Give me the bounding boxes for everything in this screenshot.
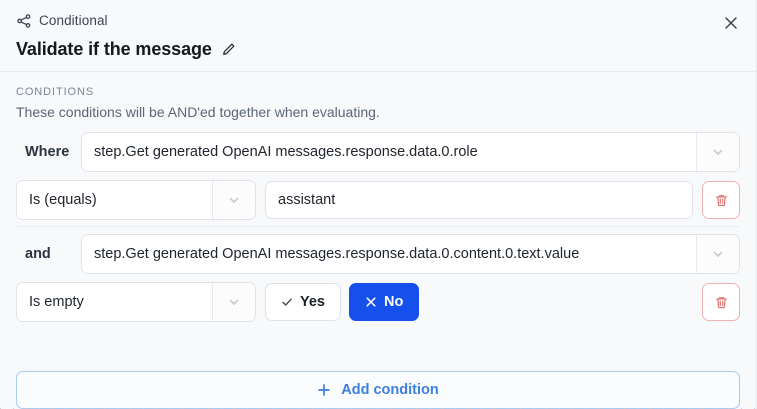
toggle-yes-button[interactable]: Yes [265,283,341,321]
conjunction-label: Where [25,144,70,160]
node-type-label: Conditional [39,13,108,28]
page-title: Validate if the message [16,39,212,59]
toggle-no-label: No [384,294,404,310]
delete-condition-button[interactable] [702,181,740,219]
operator-selector-value[interactable]: Is (equals) [17,181,212,219]
add-condition-label: Add condition [341,382,439,398]
pencil-icon[interactable] [221,41,237,57]
conditions-section: CONDITIONS These conditions will be AND'… [0,72,756,361]
condition-operator-row: Is (equals) assistant [16,180,740,220]
toggle-no-button[interactable]: No [349,283,420,321]
toggle-yes-label: Yes [300,294,325,310]
operator-selector-value[interactable]: Is empty [17,283,212,321]
condition-group: and step.Get generated OpenAI messages.r… [16,226,740,328]
boolean-toggle-group: Yes No [265,283,693,321]
delete-condition-button[interactable] [702,283,740,321]
add-condition-button[interactable]: Add condition [16,371,740,409]
condition-value-input[interactable]: assistant [265,181,693,219]
field-selector-value[interactable]: step.Get generated OpenAI messages.respo… [82,235,696,273]
conjunction-label: and [25,246,51,262]
conditions-label: CONDITIONS [16,86,95,98]
field-selector[interactable]: step.Get generated OpenAI messages.respo… [81,234,740,274]
operator-selector[interactable]: Is (equals) [16,180,256,220]
chevron-down-icon[interactable] [212,283,255,321]
check-icon [281,296,293,308]
conditions-description: These conditions will be AND'ed together… [16,104,380,120]
panel-header: Conditional Validate if the message [0,0,756,72]
chevron-down-icon[interactable] [696,133,739,171]
plus-icon [317,383,331,397]
chevron-down-icon[interactable] [212,181,255,219]
breadcrumb: Conditional [16,12,740,30]
condition-group: Where step.Get generated OpenAI messages… [16,132,740,226]
chevron-down-icon[interactable] [696,235,739,273]
close-icon[interactable] [721,13,741,33]
field-selector[interactable]: step.Get generated OpenAI messages.respo… [81,132,740,172]
title-row: Validate if the message [16,37,740,61]
condition-operator-row: Is empty Yes [16,282,740,322]
field-selector-value[interactable]: step.Get generated OpenAI messages.respo… [82,133,696,171]
operator-selector[interactable]: Is empty [16,282,256,322]
condition-field-row: and step.Get generated OpenAI messages.r… [16,234,740,274]
close-icon [365,296,377,308]
condition-field-row: Where step.Get generated OpenAI messages… [16,132,740,172]
share-nodes-icon [16,13,32,29]
